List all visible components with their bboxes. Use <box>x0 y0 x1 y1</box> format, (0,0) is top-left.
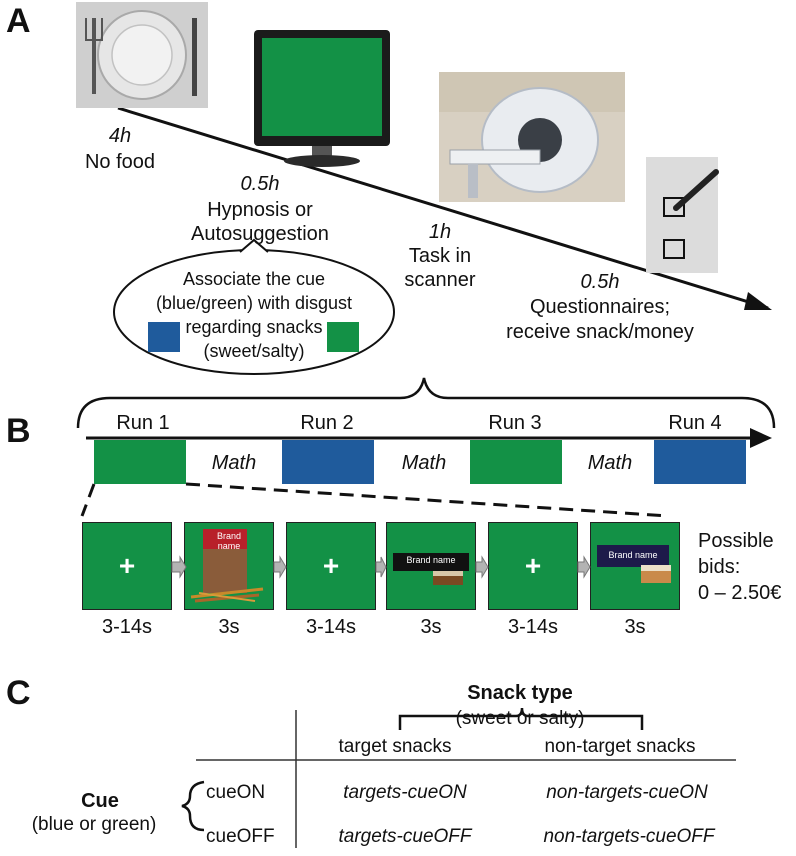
run1-label: Run 1 <box>116 412 170 434</box>
mri-scanner-photo <box>439 72 625 202</box>
snack-type-brace <box>398 707 644 730</box>
trial-screen-snack-2: Brand name <box>386 522 476 610</box>
trial-screen-fixation-3: + <box>488 522 578 610</box>
trial-arrow-5 <box>577 555 591 579</box>
run4-block-blue <box>654 440 746 484</box>
math-label-3: Math <box>587 452 633 474</box>
run1-block-green <box>94 440 186 484</box>
snack-chips-image <box>190 529 264 603</box>
speech-bubble <box>113 238 395 375</box>
bids-line2: bids: <box>698 556 741 578</box>
duration-label-3: 3-14s <box>305 616 357 638</box>
duration-label-4: 3s <box>420 616 442 638</box>
bubble-line3: regarding snacks <box>185 317 323 337</box>
duration-label-6: 3s <box>624 616 646 638</box>
timeline-arrowhead <box>744 292 772 310</box>
step2-text-line2: Autosuggestion <box>191 223 329 245</box>
row-label-cueon: cueON <box>206 782 266 803</box>
runs-axis-arrowhead <box>750 428 772 448</box>
panel-c-letter: C <box>6 674 31 712</box>
cue-title: Cue <box>81 790 119 812</box>
bids-line3: 0 – 2.50€ <box>698 582 782 604</box>
timeline-arrow-line <box>117 106 769 310</box>
panel-b-letter: B <box>6 412 31 450</box>
cell-targets-cueon: targets-cueON <box>343 782 467 803</box>
run2-label: Run 2 <box>300 412 354 434</box>
zoom-dashed-left <box>80 483 96 517</box>
bubble-line4: (sweet/salty) <box>203 341 305 361</box>
panel-a-letter: A <box>6 2 31 40</box>
step4-text-line1: Questionnaires; <box>529 296 671 318</box>
panel-a-graphics <box>76 2 772 375</box>
bubble-blue-square <box>148 322 180 352</box>
column-header-non-target: non-target snacks <box>544 736 696 757</box>
bids-line1: Possible <box>698 530 774 552</box>
trial-arrow-3 <box>375 556 387 578</box>
cue-brace <box>181 780 205 832</box>
plate-photo <box>76 2 208 108</box>
questionnaire-photo <box>646 157 719 273</box>
run3-block-green <box>470 440 562 484</box>
duration-label-1: 3-14s <box>101 616 153 638</box>
cell-non-targets-cueoff: non-targets-cueOFF <box>543 826 715 847</box>
run4-label: Run 4 <box>668 412 722 434</box>
math-label-1: Math <box>211 452 257 474</box>
math-label-2: Math <box>401 452 447 474</box>
cell-targets-cueoff: targets-cueOFF <box>338 826 472 847</box>
trial-arrow-1 <box>171 555 187 579</box>
step3-text-line1: Task in <box>408 245 472 267</box>
runs-curly-brace <box>76 377 776 429</box>
bubble-green-square <box>327 322 359 352</box>
step2-text-line1: Hypnosis or <box>207 199 313 221</box>
snack-bar-blue-image <box>597 545 671 583</box>
bar-brand-label-1: Brand name <box>406 555 456 565</box>
step4-duration: 0.5h <box>580 271 620 293</box>
step2-duration: 0.5h <box>240 173 280 195</box>
row-label-cueoff: cueOFF <box>206 826 275 847</box>
trial-screen-snack-1: Brand name <box>184 522 274 610</box>
monitor-icon <box>254 30 390 167</box>
trial-screen-snack-3: Brand name <box>590 522 680 610</box>
zoom-dashed-right <box>185 482 669 518</box>
duration-label-2: 3s <box>218 616 240 638</box>
snack-bar-dark-image <box>393 553 469 585</box>
cell-non-targets-cueon: non-targets-cueON <box>546 782 708 803</box>
duration-label-5: 3-14s <box>507 616 559 638</box>
bubble-line1: Associate the cue <box>182 269 326 289</box>
step3-text-line2: scanner <box>404 269 476 291</box>
cue-subtitle: (blue or green) <box>31 814 157 835</box>
step1-text: No food <box>84 151 156 173</box>
trial-arrow-4 <box>475 555 489 579</box>
panel-c-graphics <box>181 707 736 848</box>
run2-block-blue <box>282 440 374 484</box>
chips-brand-label: Brand name <box>216 531 242 551</box>
snack-type-title: Snack type <box>467 682 573 704</box>
run3-label: Run 3 <box>488 412 542 434</box>
step4-text-line2: receive snack/money <box>506 321 694 343</box>
step3-duration: 1h <box>428 221 452 243</box>
snack-type-subtitle: (sweet or salty) <box>455 708 585 729</box>
trial-arrow-2 <box>273 555 287 579</box>
bubble-line2: (blue/green) with disgust <box>155 293 353 313</box>
column-header-target: target snacks <box>338 736 452 757</box>
step1-duration: 4h <box>108 125 132 147</box>
bar-brand-label-2: Brand name <box>608 550 658 560</box>
panel-b-graphics <box>76 377 776 518</box>
trial-arrows <box>171 555 591 579</box>
